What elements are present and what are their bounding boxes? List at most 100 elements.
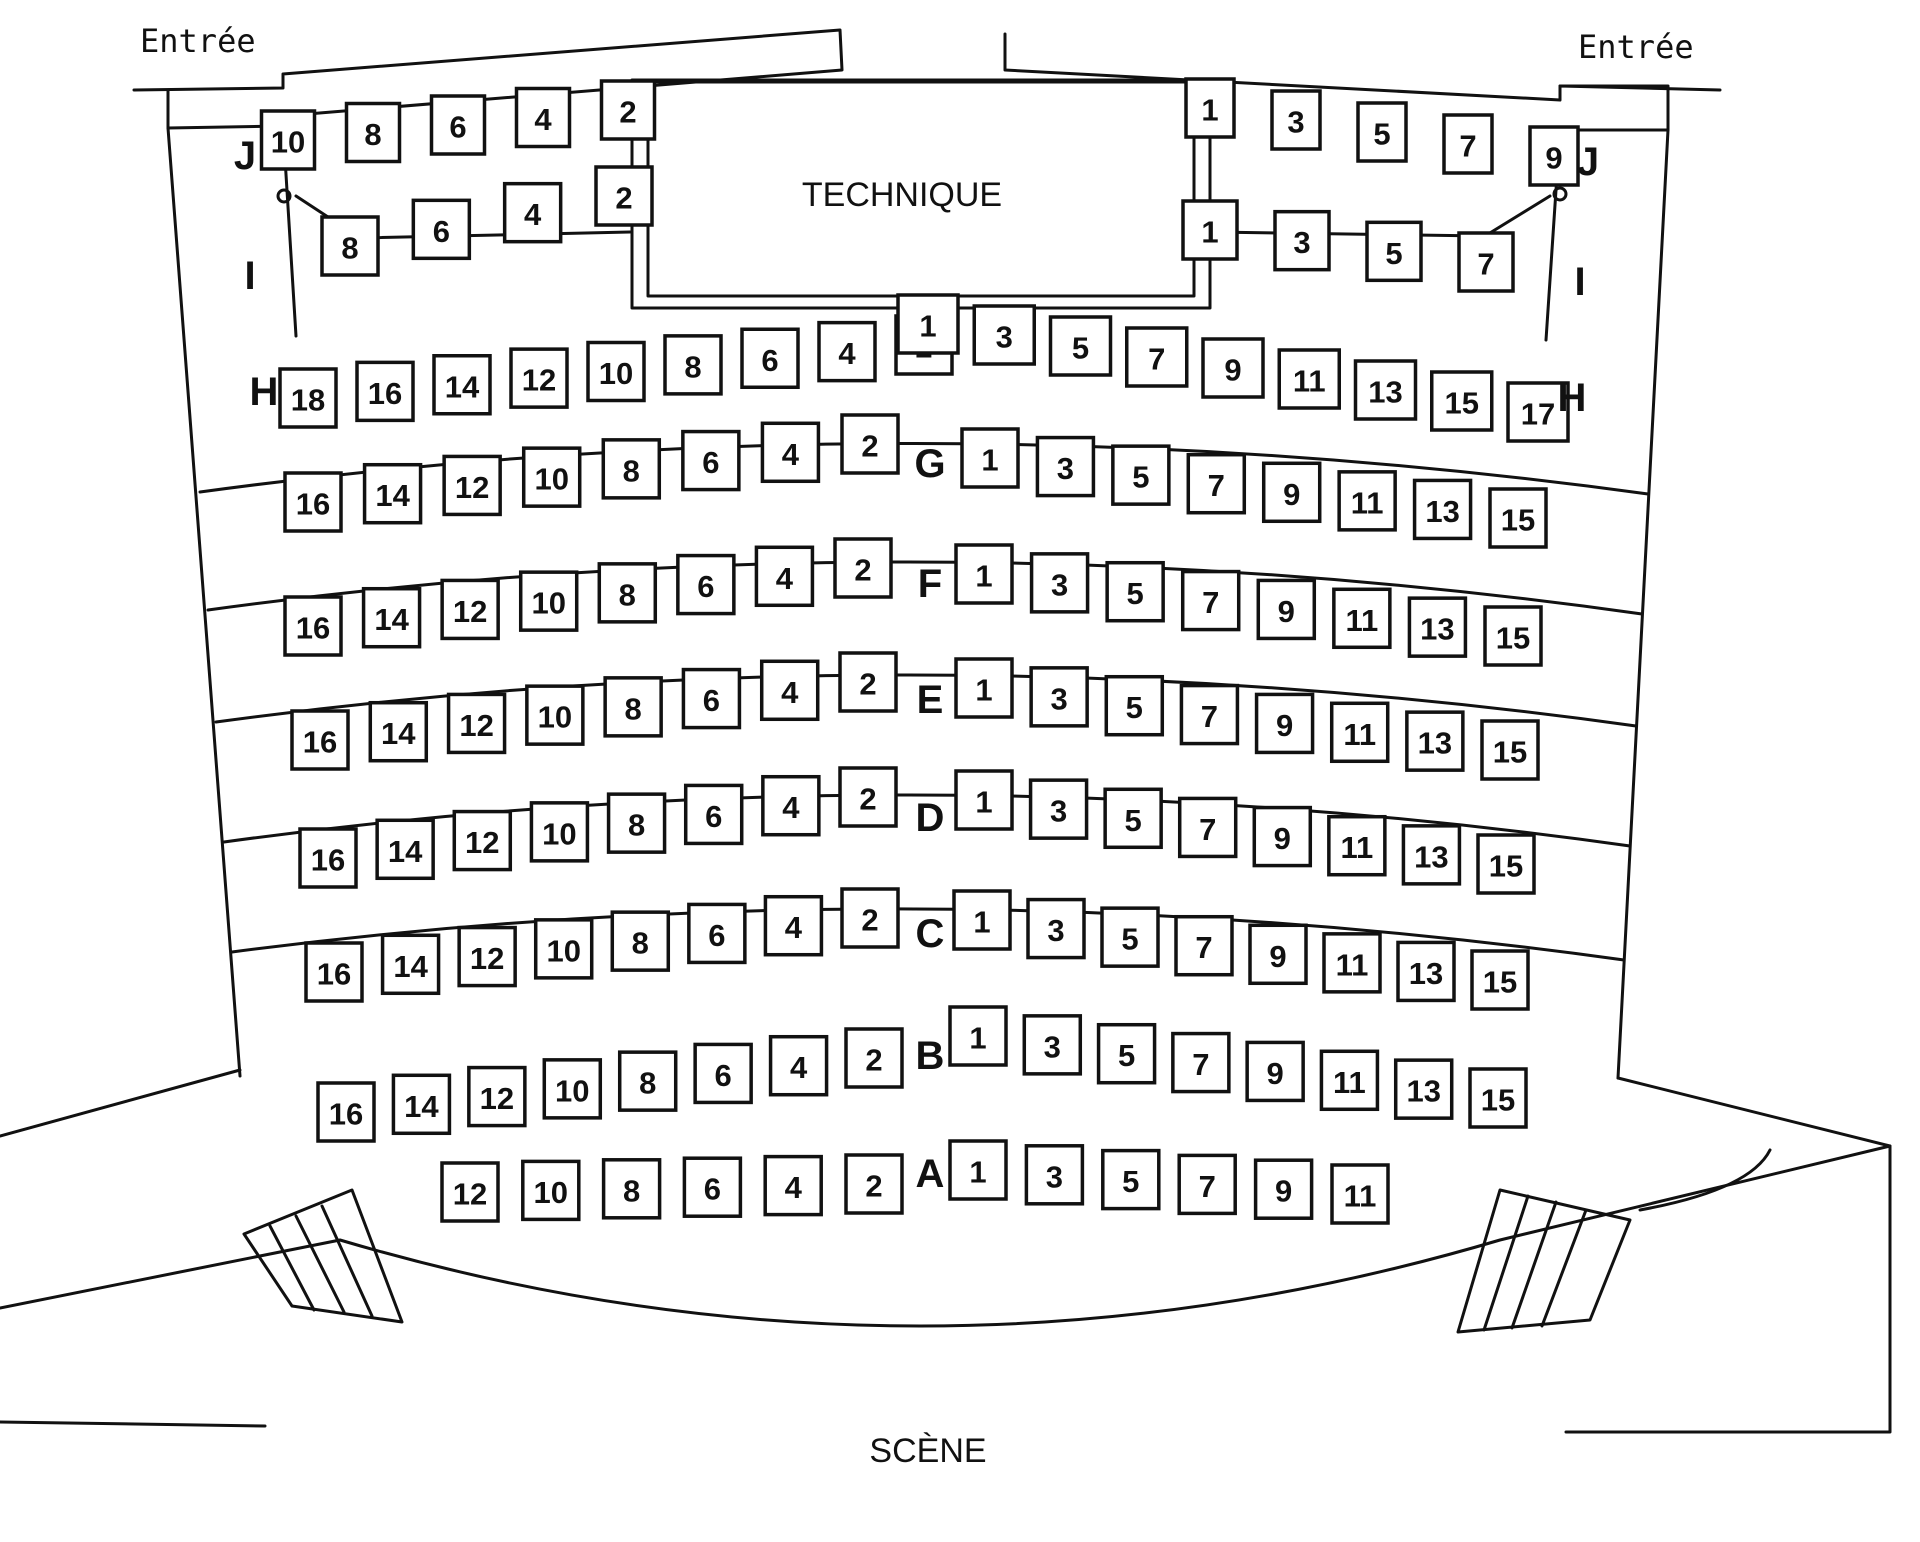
seat[interactable]: 6: [676, 553, 736, 616]
seat[interactable]: 10: [525, 684, 585, 746]
seat[interactable]: 12: [452, 809, 513, 872]
seat[interactable]: 9: [1252, 805, 1313, 868]
seat[interactable]: 8: [601, 438, 662, 500]
seat[interactable]: 11: [1277, 348, 1341, 410]
seat[interactable]: 12: [446, 692, 507, 755]
seat[interactable]: 6: [429, 94, 487, 156]
seat[interactable]: 12: [509, 347, 569, 409]
seat[interactable]: 15: [1483, 605, 1543, 667]
seat[interactable]: 4: [817, 320, 877, 383]
seat[interactable]: 5: [1103, 787, 1163, 850]
seat[interactable]: 6: [411, 198, 472, 261]
seat[interactable]: 10: [521, 1159, 581, 1222]
seat[interactable]: 13: [1401, 824, 1462, 886]
seat[interactable]: 7: [1177, 1153, 1237, 1216]
seat[interactable]: 15: [1480, 719, 1540, 781]
seat[interactable]: 1: [1181, 199, 1239, 261]
seat[interactable]: 10: [533, 918, 594, 980]
seat[interactable]: 7: [1180, 569, 1241, 632]
seat[interactable]: 10: [259, 109, 317, 171]
seat[interactable]: 6: [682, 1156, 743, 1218]
seat[interactable]: 13: [1412, 478, 1473, 541]
seat[interactable]: 3: [972, 304, 1036, 366]
seat[interactable]: 4: [768, 1034, 829, 1097]
seat[interactable]: 3: [1022, 1014, 1083, 1076]
seat[interactable]: 10: [542, 1058, 603, 1120]
seat[interactable]: 7: [1442, 113, 1494, 175]
seat[interactable]: 15: [1430, 370, 1494, 432]
seat[interactable]: 14: [380, 933, 441, 996]
seat[interactable]: 12: [440, 578, 500, 641]
seat[interactable]: 14: [375, 818, 435, 881]
seat[interactable]: 6: [683, 783, 744, 846]
seat[interactable]: 2: [599, 79, 657, 141]
seat[interactable]: 5: [1096, 1022, 1157, 1085]
seat[interactable]: 11: [1319, 1049, 1380, 1112]
seat[interactable]: 2: [840, 413, 900, 475]
seat[interactable]: 9: [1253, 1158, 1314, 1220]
seat[interactable]: 16: [304, 941, 364, 1003]
seat[interactable]: 7: [1174, 914, 1234, 977]
seat[interactable]: 8: [320, 215, 380, 277]
seat[interactable]: 2: [838, 766, 898, 828]
seat[interactable]: 14: [361, 586, 422, 649]
seat[interactable]: 5: [1048, 315, 1113, 377]
seat[interactable]: 3: [1024, 1144, 1085, 1206]
seat[interactable]: 1: [954, 543, 1014, 605]
seat[interactable]: 7: [1177, 796, 1238, 859]
seat[interactable]: 1: [954, 769, 1014, 831]
seat[interactable]: 9: [1201, 337, 1265, 399]
seat[interactable]: 5: [1356, 101, 1408, 163]
seat[interactable]: 13: [1405, 710, 1465, 772]
seat[interactable]: 18: [278, 367, 338, 429]
seat[interactable]: 1: [954, 657, 1014, 719]
seat[interactable]: 7: [1171, 1031, 1231, 1094]
seat[interactable]: 15: [1468, 1067, 1528, 1129]
seat[interactable]: 14: [391, 1073, 452, 1136]
seat[interactable]: 15: [1470, 949, 1530, 1011]
seat[interactable]: 11: [1330, 1163, 1390, 1225]
seat[interactable]: 14: [368, 700, 429, 763]
seat[interactable]: 5: [1365, 220, 1423, 283]
seat[interactable]: 3: [1026, 897, 1086, 960]
seat[interactable]: 4: [514, 86, 572, 149]
seat[interactable]: 14: [432, 354, 492, 416]
seat[interactable]: 1: [952, 889, 1012, 951]
seat[interactable]: 3: [1029, 552, 1090, 614]
seat[interactable]: 10: [521, 446, 582, 508]
seat[interactable]: 16: [290, 709, 350, 771]
seat[interactable]: 10: [586, 340, 646, 403]
seat[interactable]: 4: [763, 1154, 823, 1217]
seat[interactable]: 16: [355, 360, 415, 423]
seat[interactable]: 8: [344, 101, 402, 164]
seat[interactable]: 8: [601, 1158, 662, 1220]
seat[interactable]: 16: [298, 827, 358, 889]
seat[interactable]: 12: [467, 1065, 527, 1128]
seat[interactable]: 3: [1035, 435, 1096, 498]
seat[interactable]: 6: [681, 429, 741, 492]
seat[interactable]: 11: [1332, 587, 1392, 650]
seat[interactable]: 8: [606, 792, 667, 854]
seat[interactable]: 2: [594, 165, 654, 227]
seat[interactable]: 13: [1407, 596, 1468, 658]
seat[interactable]: 8: [617, 1050, 678, 1112]
seat[interactable]: 11: [1327, 814, 1387, 877]
seat[interactable]: 13: [1393, 1058, 1454, 1120]
seat[interactable]: 14: [362, 462, 423, 525]
seat[interactable]: 16: [316, 1081, 376, 1143]
seat[interactable]: 7: [1186, 452, 1247, 515]
seat[interactable]: 11: [1322, 932, 1382, 994]
seat[interactable]: 13: [1396, 940, 1456, 1003]
seat[interactable]: 9: [1254, 692, 1315, 755]
seat[interactable]: 9: [1245, 1040, 1305, 1103]
seat[interactable]: 9: [1528, 125, 1580, 187]
seat[interactable]: 2: [833, 537, 893, 599]
seat[interactable]: 5: [1105, 560, 1165, 623]
seat[interactable]: 4: [760, 421, 821, 484]
seat[interactable]: 9: [1261, 461, 1322, 524]
seat[interactable]: 4: [502, 181, 563, 244]
seat[interactable]: 6: [681, 667, 742, 730]
seat[interactable]: 5: [1104, 674, 1165, 737]
seat[interactable]: 3: [1029, 666, 1089, 728]
seat[interactable]: 8: [597, 562, 658, 624]
